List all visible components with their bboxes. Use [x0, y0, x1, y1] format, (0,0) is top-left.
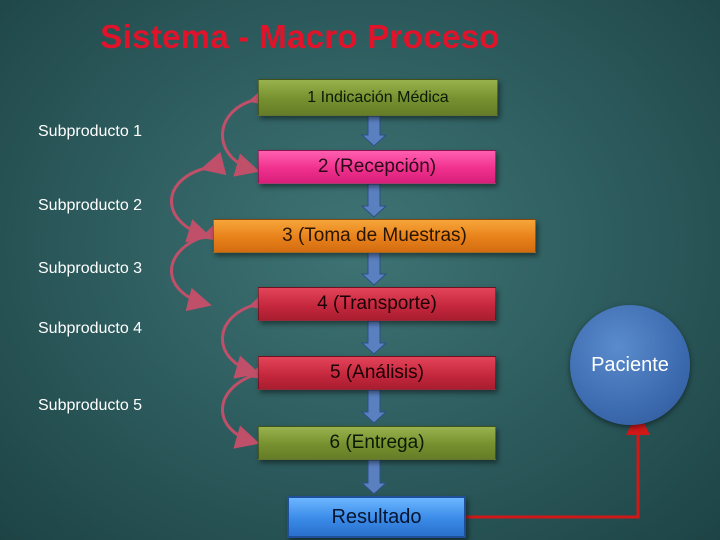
curved-arrow-1 [221, 83, 275, 177]
subproduct-1-label: Subproducto 1 [38, 123, 143, 140]
curved-arrow-4 [221, 288, 275, 379]
result-box: Resultado [287, 496, 466, 538]
down-arrow-1 [360, 115, 388, 147]
down-arrow-6 [360, 459, 388, 495]
result-to-patient-line [466, 411, 650, 519]
step-3-box: 3 (Toma de Muestras) [213, 219, 536, 253]
curved-arrow-5 [221, 357, 275, 449]
curved-arrow-3 [170, 219, 227, 312]
subproduct-2-label: Subproducto 2 [38, 197, 143, 214]
curved-arrow-2 [170, 151, 227, 243]
subproduct-3-label: Subproducto 3 [38, 260, 143, 277]
step-5-box: 5 (Análisis) [258, 356, 496, 390]
step-1-box: 1 Indicación Médica [258, 79, 498, 116]
step-4-box: 4 (Transporte) [258, 287, 496, 321]
subproduct-5-label: Subproducto 5 [38, 397, 143, 414]
down-arrow-5 [360, 389, 388, 424]
down-arrow-3 [360, 251, 388, 286]
subproduct-4-label: Subproducto 4 [38, 320, 143, 337]
step-2-box: 2 (Recepción) [258, 150, 496, 184]
patient-label: Paciente [591, 353, 669, 376]
step-6-box: 6 (Entrega) [258, 426, 496, 460]
patient-circle: Paciente [570, 305, 690, 425]
page-title: Sistema - Macro Proceso [100, 18, 500, 55]
down-arrow-2 [360, 183, 388, 218]
down-arrow-4 [360, 320, 388, 355]
